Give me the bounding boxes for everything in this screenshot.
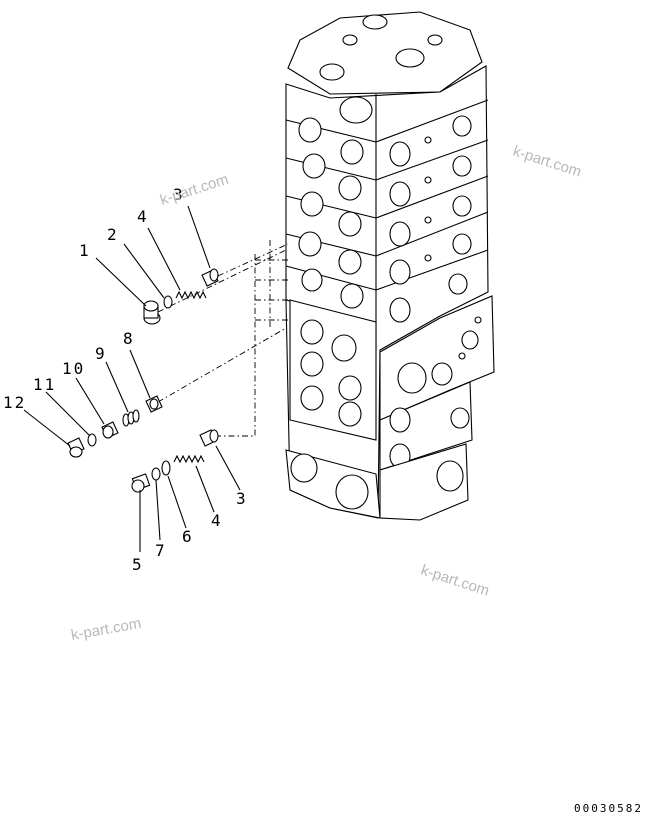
plug-part-5 <box>131 473 151 493</box>
oring-part-11 <box>87 433 97 447</box>
callout-1: 1 <box>79 241 91 260</box>
callout-6: 6 <box>182 527 194 546</box>
oring-part-6 <box>161 460 171 476</box>
callout-5: 5 <box>132 555 144 574</box>
callout-12: 12 <box>3 393 26 412</box>
assembly-leader-lines <box>157 240 290 437</box>
plug-part-1 <box>143 300 161 325</box>
callout-11: 11 <box>33 375 56 394</box>
backup-ring-part-7 <box>151 467 161 481</box>
part-group-lower <box>131 429 219 493</box>
drawing-code: 00030582 <box>574 802 643 815</box>
plug-part-10 <box>101 421 119 439</box>
callout-2: 2 <box>107 225 119 244</box>
callout-4: 4 <box>137 207 149 226</box>
part-group-upper <box>143 268 219 325</box>
watermark-3: k-part.com <box>419 562 492 600</box>
part-group-middle <box>67 395 163 458</box>
poppet-part-3-upper <box>201 268 219 287</box>
oring-part-2 <box>163 295 173 309</box>
callout-4-lower: 4 <box>211 511 223 530</box>
spring-part-9 <box>122 409 140 427</box>
plug-part-12 <box>67 437 85 458</box>
callout-8: 8 <box>123 329 135 348</box>
watermark-1: k-part.com <box>158 171 231 209</box>
callout-7: 7 <box>155 541 167 560</box>
poppet-part-8 <box>145 395 163 413</box>
callout-3: 3 <box>173 185 185 204</box>
callout-9: 9 <box>95 344 107 363</box>
callout-labels: 1 2 4 3 8 9 10 11 12 3 4 6 7 5 <box>3 185 248 574</box>
spring-part-4-lower <box>173 454 205 464</box>
watermark-4: k-part.com <box>70 615 143 644</box>
watermark-2: k-part.com <box>511 143 584 181</box>
callout-3-lower: 3 <box>236 489 248 508</box>
poppet-part-3-lower <box>199 429 219 447</box>
callout-leaders <box>23 205 241 552</box>
spring-part-4-upper <box>175 290 207 300</box>
control-valve-assembly <box>285 11 495 521</box>
callout-10: 10 <box>62 359 85 378</box>
